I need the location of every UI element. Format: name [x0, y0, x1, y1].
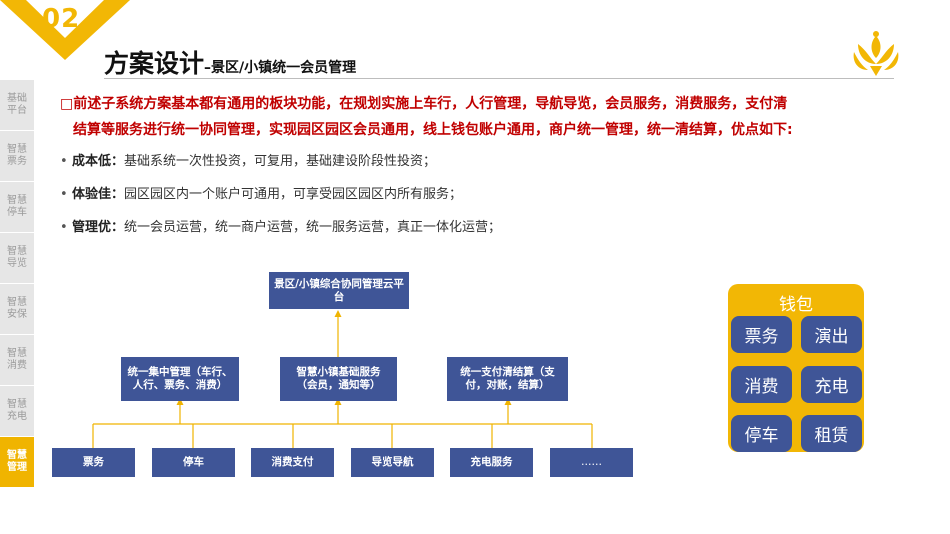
page-title-sub: –景区/小镇统一会员管理 [204, 60, 357, 76]
advantages-list: • 成本低：基础系统一次性投资，可复用，基础建设阶段性投资； • 体验佳：园区园区内… [60, 152, 880, 251]
brand-logo [850, 30, 902, 78]
bullet-dot-icon: • [60, 187, 68, 202]
sidebar-item-consumption[interactable]: 智慧消费 [0, 335, 34, 386]
wallet-title: 钱包 [779, 295, 813, 315]
wallet-item-consumption[interactable]: 消费 [731, 366, 792, 403]
sidebar-item-management[interactable]: 智慧管理 [0, 437, 34, 488]
module-box-parking: 停车 [152, 448, 235, 477]
module-box-navigation: 导览导航 [351, 448, 434, 477]
module-box-ticketing: 票务 [52, 448, 135, 477]
cloud-platform-box: 景区/小镇综合协同管理云平台 [269, 272, 409, 309]
wallet-item-parking[interactable]: 停车 [731, 415, 792, 452]
advantage-item: • 成本低：基础系统一次性投资，可复用，基础建设阶段性投资； [60, 152, 880, 185]
sidebar-item-basic-platform[interactable]: 基础平台 [0, 80, 34, 131]
wallet-item-tickets[interactable]: 票务 [731, 316, 792, 353]
intro-line-2: 结算等服务进行统一协同管理，实现园区园区会员通用，线上钱包账户通用，商户统一管理… [73, 122, 793, 138]
lotus-logo-icon [853, 31, 899, 76]
sidebar-item-charging[interactable]: 智慧充电 [0, 386, 34, 437]
payment-settlement-box: 统一支付清结算（支付，对账，结算） [447, 357, 568, 401]
advantage-label: 成本低： [72, 154, 125, 169]
intro-paragraph: □前述子系统方案基本都有通用的板块功能，在规划实施上车行，人行管理，导航导览，会… [60, 91, 895, 143]
advantage-item: • 体验佳：园区园区内一个账户可通用，可享受园区园区内所有服务； [60, 185, 880, 218]
page-title: 方案设计–景区/小镇统一会员管理 [104, 44, 356, 80]
section-number: 02 [42, 4, 81, 34]
module-box-charging: 充电服务 [450, 448, 533, 477]
wallet-item-shows[interactable]: 演出 [801, 316, 862, 353]
title-divider [104, 78, 894, 79]
intro-line-1: □前述子系统方案基本都有通用的板块功能，在规划实施上车行，人行管理，导航导览，会… [60, 96, 788, 112]
unified-management-box: 统一集中管理（车行、人行、票务、消费） [121, 357, 239, 401]
wallet-panel: 钱包 票务 演出 消费 充电 停车 租赁 [728, 284, 864, 452]
module-box-more: …… [550, 448, 633, 477]
page-title-main: 方案设计 [104, 49, 205, 78]
advantage-label: 管理优： [72, 220, 125, 235]
sidebar-item-security[interactable]: 智慧安保 [0, 284, 34, 335]
sidebar-nav: 基础平台 智慧票务 智慧停车 智慧导览 智慧安保 智慧消费 智慧充电 智慧管理 [0, 80, 34, 488]
wallet-item-charging[interactable]: 充电 [801, 366, 862, 403]
sidebar-item-guide[interactable]: 智慧导览 [0, 233, 34, 284]
bullet-dot-icon: • [60, 220, 68, 235]
sidebar-item-ticketing[interactable]: 智慧票务 [0, 131, 34, 182]
bullet-dot-icon: • [60, 154, 68, 169]
advantage-text: 统一会员运营，统一商户运营，统一服务运营，真正一体化运营； [124, 220, 502, 235]
wallet-item-rental[interactable]: 租赁 [801, 415, 862, 452]
advantage-item: • 管理优：统一会员运营，统一商户运营，统一服务运营，真正一体化运营； [60, 218, 880, 251]
module-box-payment: 消费支付 [251, 448, 334, 477]
sidebar-item-parking[interactable]: 智慧停车 [0, 182, 34, 233]
advantage-text: 基础系统一次性投资，可复用，基础建设阶段性投资； [124, 154, 437, 169]
section-badge: 02 [0, 0, 130, 62]
badge-triangle [0, 0, 130, 60]
advantage-text: 园区园区内一个账户可通用，可享受园区园区内所有服务； [124, 187, 463, 202]
basic-services-box: 智慧小镇基础服务（会员，通知等） [280, 357, 397, 401]
advantage-label: 体验佳： [72, 187, 125, 202]
